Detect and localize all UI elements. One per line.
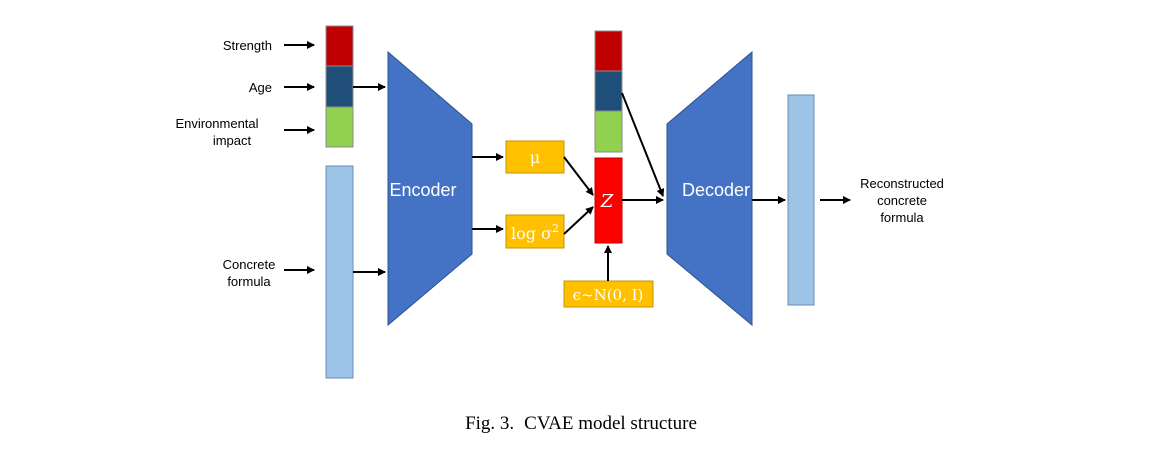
environmental-impact-label-line1: Environmental	[175, 116, 258, 131]
concrete-formula-label-line1: Concrete	[223, 257, 276, 272]
age-condition-block-decoder	[594, 70, 623, 112]
concrete-formula-input-bar	[325, 165, 354, 379]
age-condition-block	[325, 65, 354, 108]
environmental-impact-condition-block	[325, 106, 354, 148]
logvar-to-z-arrow	[563, 206, 594, 235]
reconstructed-label-line1: Reconstructed	[860, 176, 944, 191]
decoder-label: Decoder	[682, 180, 750, 200]
conditions-to-decoder-arrow	[621, 92, 665, 197]
reconstructed-formula-output-bar	[787, 94, 815, 306]
logvar-label-superscript: 2	[552, 222, 559, 235]
age-label: Age	[249, 80, 272, 95]
mu-label: μ	[530, 148, 540, 167]
logvar-label: log σ2	[511, 222, 559, 243]
strength-label: Strength	[223, 38, 272, 53]
epsilon-label: ϵ~N(0, I)	[573, 286, 644, 304]
mu-box	[505, 140, 565, 174]
reconstructed-label-line2: concrete	[877, 193, 927, 208]
environmental-impact-label-line2: impact	[213, 133, 252, 148]
concrete-formula-label-line2: formula	[227, 274, 271, 289]
strength-condition-block-decoder	[594, 30, 623, 72]
encoder-label: Encoder	[389, 180, 456, 200]
reconstructed-label-line3: formula	[880, 210, 924, 225]
figure-caption-text: CVAE model structure	[524, 413, 697, 434]
logvar-label-prefix: log σ	[511, 224, 552, 243]
z-label: Z	[600, 191, 614, 212]
epsilon-box	[563, 280, 654, 308]
environmental-impact-condition-block-decoder	[594, 110, 623, 153]
decoder-block	[666, 50, 753, 327]
mu-to-z-arrow	[563, 156, 594, 196]
strength-condition-block	[325, 25, 354, 67]
encoder-block	[387, 50, 473, 327]
figure-caption: Fig. 3. CVAE model structure	[0, 413, 1162, 435]
logvar-box	[505, 214, 565, 249]
figure-number: Fig. 3.	[465, 413, 515, 434]
